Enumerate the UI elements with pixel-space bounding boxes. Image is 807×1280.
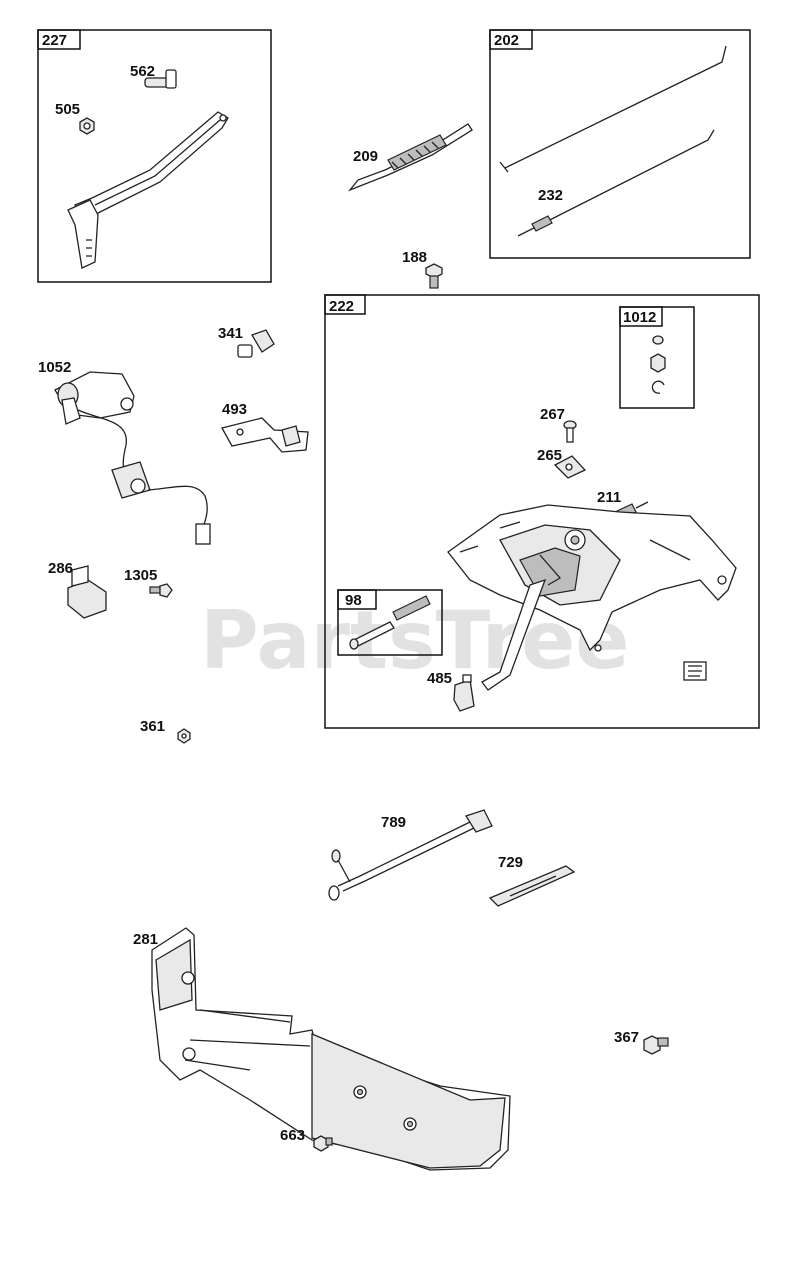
group-202: 202 232 bbox=[489, 29, 751, 259]
label-209[interactable]: 209 bbox=[353, 148, 378, 165]
part-341-standoff[interactable] bbox=[237, 329, 275, 358]
part-789-wire-lead[interactable] bbox=[328, 809, 493, 901]
group-222-tag bbox=[324, 294, 366, 315]
part-367-bolt[interactable] bbox=[643, 1035, 669, 1055]
part-227-lever-arm[interactable] bbox=[67, 111, 229, 269]
label-281[interactable]: 281 bbox=[133, 931, 158, 948]
part-209-spring[interactable] bbox=[347, 123, 473, 192]
group-98-frame bbox=[337, 589, 443, 656]
part-232-rod-with-spring[interactable] bbox=[517, 129, 715, 237]
part-1052-switch-harness[interactable] bbox=[54, 371, 211, 545]
group-202-label[interactable]: 202 bbox=[494, 32, 519, 49]
part-1012-hardware[interactable] bbox=[650, 335, 666, 394]
part-505-nut[interactable] bbox=[79, 117, 95, 135]
label-267[interactable]: 267 bbox=[540, 406, 565, 423]
group-202-tag bbox=[489, 29, 533, 50]
group-1012-label[interactable]: 1012 bbox=[623, 309, 656, 326]
part-222-control-bracket[interactable] bbox=[447, 504, 737, 691]
part-188-bolt[interactable] bbox=[425, 263, 443, 289]
label-286[interactable]: 286 bbox=[48, 560, 73, 577]
group-227-tag bbox=[37, 29, 81, 50]
label-493[interactable]: 493 bbox=[222, 401, 247, 418]
label-485[interactable]: 485 bbox=[427, 670, 452, 687]
label-729[interactable]: 729 bbox=[498, 854, 523, 871]
group-222: 222 1012 267 265 211 bbox=[324, 294, 760, 729]
group-227: 227 562 505 bbox=[37, 29, 272, 283]
label-211[interactable]: 211 bbox=[597, 489, 621, 506]
group-227-frame bbox=[37, 29, 272, 283]
part-202-rod[interactable] bbox=[499, 45, 727, 173]
label-341[interactable]: 341 bbox=[218, 325, 243, 342]
label-505[interactable]: 505 bbox=[55, 101, 80, 118]
label-265[interactable]: 265 bbox=[537, 447, 562, 464]
part-98-pin-and-spring[interactable] bbox=[349, 595, 431, 650]
part-286-boot[interactable] bbox=[67, 565, 107, 619]
label-361[interactable]: 361 bbox=[140, 718, 165, 735]
label-562[interactable]: 562 bbox=[130, 63, 155, 80]
part-485-cap[interactable] bbox=[453, 674, 475, 712]
part-1305-screw[interactable] bbox=[149, 583, 173, 598]
label-232[interactable]: 232 bbox=[538, 187, 563, 204]
part-281-mounting-bracket[interactable] bbox=[151, 927, 511, 1171]
group-1012-tag bbox=[619, 306, 663, 327]
group-202-frame bbox=[489, 29, 751, 259]
label-789[interactable]: 789 bbox=[381, 814, 406, 831]
part-267-screw[interactable] bbox=[563, 420, 577, 443]
label-1305[interactable]: 1305 bbox=[124, 567, 157, 584]
label-1052[interactable]: 1052 bbox=[38, 359, 71, 376]
group-227-label[interactable]: 227 bbox=[42, 32, 67, 49]
part-729-strap[interactable] bbox=[488, 865, 576, 907]
label-663[interactable]: 663 bbox=[280, 1127, 305, 1144]
part-562-bolt[interactable] bbox=[144, 69, 177, 89]
label-367[interactable]: 367 bbox=[614, 1029, 639, 1046]
group-98-tag bbox=[337, 589, 377, 610]
part-361-nut[interactable] bbox=[177, 728, 191, 744]
part-663-bolt[interactable] bbox=[313, 1135, 333, 1152]
part-265-clip[interactable] bbox=[553, 455, 587, 479]
part-493-bracket[interactable] bbox=[221, 417, 309, 453]
label-188[interactable]: 188 bbox=[402, 249, 427, 266]
group-222-frame bbox=[324, 294, 760, 729]
group-222-label[interactable]: 222 bbox=[329, 298, 354, 315]
group-98-label[interactable]: 98 bbox=[345, 592, 362, 609]
